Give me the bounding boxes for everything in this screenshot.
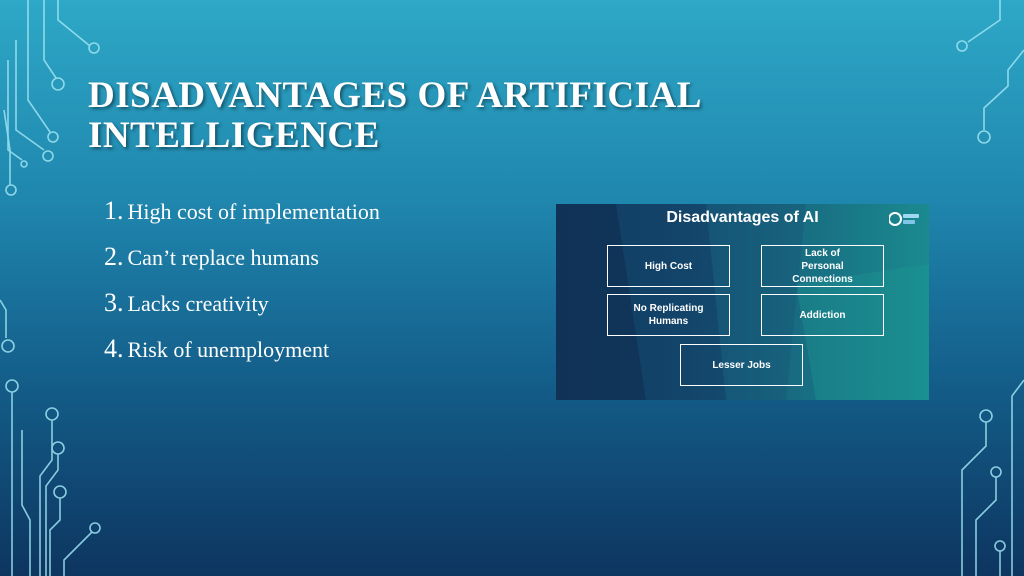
list-text: High cost of implementation <box>127 199 380 224</box>
list-text: Lacks creativity <box>127 291 269 316</box>
list-number: 2. <box>104 242 124 271</box>
list-text: Risk of unemployment <box>127 337 330 362</box>
slide-title: DISADVANTAGES OF ARTIFICIAL INTELLIGENCE <box>88 75 700 156</box>
image-title: Disadvantages of AI <box>666 209 819 226</box>
box-high-cost: High Cost <box>607 245 730 287</box>
box-lack-personal-connections: Lack of Personal Connections <box>761 245 884 287</box>
list-item: 3. Lacks creativity <box>104 288 380 334</box>
disadvantages-list: 1. High cost of implementation 2. Can’t … <box>104 196 380 380</box>
list-item: 1. High cost of implementation <box>104 196 380 242</box>
list-number: 3. <box>104 288 124 317</box>
list-item: 4. Risk of unemployment <box>104 334 380 380</box>
panel-background-shapes <box>556 204 929 400</box>
disadvantages-image: Disadvantages of AI High Cost Lack of Pe… <box>556 204 929 400</box>
box-no-replicating-humans: No Replicating Humans <box>607 294 730 336</box>
brand-logo-icon <box>889 212 919 226</box>
box-lesser-jobs: Lesser Jobs <box>680 344 803 386</box>
list-number: 4. <box>104 334 124 363</box>
list-text: Can’t replace humans <box>127 245 319 270</box>
list-number: 1. <box>104 196 124 225</box>
list-item: 2. Can’t replace humans <box>104 242 380 288</box>
box-addiction: Addiction <box>761 294 884 336</box>
